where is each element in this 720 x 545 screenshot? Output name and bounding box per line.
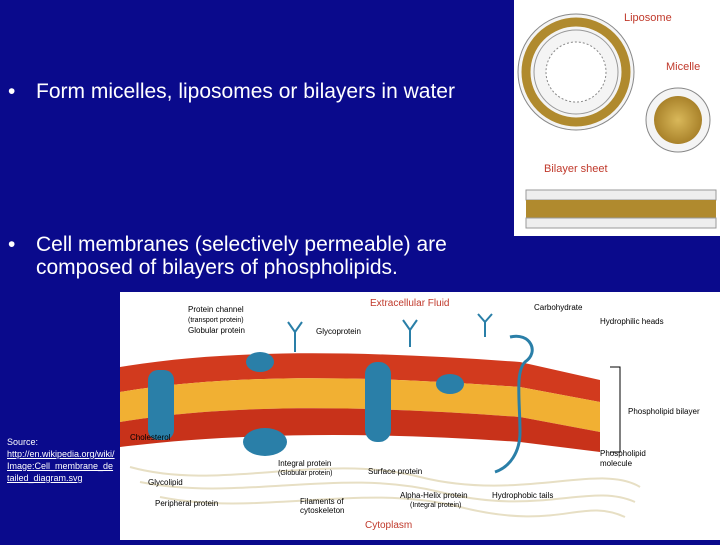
liposome-label: Liposome <box>624 12 672 24</box>
filaments-label-2: cytoskeleton <box>300 506 344 515</box>
bullet-1: • Form micelles, liposomes or bilayers i… <box>8 80 478 130</box>
glycolipid-label: Glycolipid <box>148 478 183 487</box>
phospholipid-molecule-label-2: molecule <box>600 459 633 468</box>
source-citation: Source: http://en.wikipedia.org/wiki/Ima… <box>7 436 115 484</box>
globular-protein-label: Globular protein <box>188 326 245 335</box>
alpha-helix-shape <box>494 334 534 474</box>
lipid-structures-figure: Liposome Micelle Bilayer sheet <box>514 0 720 236</box>
cholesterol-label: Cholesterol <box>130 433 171 442</box>
bilayer-sheet-image <box>525 189 717 229</box>
hydrophilic-heads-label: Hydrophilic heads <box>600 317 664 326</box>
bullet-marker: • <box>8 233 16 256</box>
glycoprotein-label: Glycoprotein <box>316 327 361 336</box>
alpha-helix-label: Alpha-Helix protein <box>400 491 468 500</box>
cell-membrane-diagram: Extracellular Fluid Protein channel (tra… <box>120 298 700 531</box>
carbohydrate-label: Carbohydrate <box>534 303 583 312</box>
peripheral-protein-label: Peripheral protein <box>155 499 218 508</box>
integral-protein-paren-label: (Integral protein) <box>410 502 461 509</box>
membrane-proteins <box>148 352 464 456</box>
bilayer-sheet-label: Bilayer sheet <box>544 163 608 175</box>
membrane-bilayer <box>120 353 600 452</box>
bilayer-bracket <box>610 366 621 453</box>
micelle-label: Micelle <box>666 61 700 73</box>
source-link[interactable]: http://en.wikipedia.org/wiki/Image:Cell_… <box>7 449 115 483</box>
extracellular-label: Extracellular Fluid <box>370 298 449 309</box>
integral-protein-label: Integral protein <box>278 459 331 468</box>
micelle-image <box>645 87 711 153</box>
phospholipid-molecule-label-1: Phospholipid <box>600 449 646 458</box>
transport-protein-label: (transport protein) <box>188 317 244 324</box>
protein-channel-label: Protein channel <box>188 305 244 314</box>
cytoskeleton-filaments <box>129 466 641 518</box>
bullet-text: Form micelles, liposomes or bilayers in … <box>36 80 455 103</box>
source-label: Source: <box>7 437 39 447</box>
bullet-text: Cell membranes (selectively permeable) a… <box>36 233 447 279</box>
surface-protein-label: Surface protein <box>368 467 422 476</box>
phospholipid-bilayer-label: Phospholipid bilayer <box>628 407 700 416</box>
cytoplasm-label: Cytoplasm <box>365 520 412 531</box>
liposome-image <box>517 13 635 131</box>
carbohydrate-chains <box>287 313 493 352</box>
globular-protein-paren-label: (Globular protein) <box>278 470 332 477</box>
cell-membrane-figure: Extracellular Fluid Protein channel (tra… <box>120 292 720 540</box>
bullet-marker: • <box>8 80 16 103</box>
filaments-label-1: Filaments of <box>300 497 344 506</box>
bullet-2: • Cell membranes (selectively permeable)… <box>8 233 528 283</box>
hydrophobic-tails-label: Hydrophobic tails <box>492 491 553 500</box>
lipid-structures-diagram: Liposome Micelle Bilayer sheet <box>517 12 717 229</box>
